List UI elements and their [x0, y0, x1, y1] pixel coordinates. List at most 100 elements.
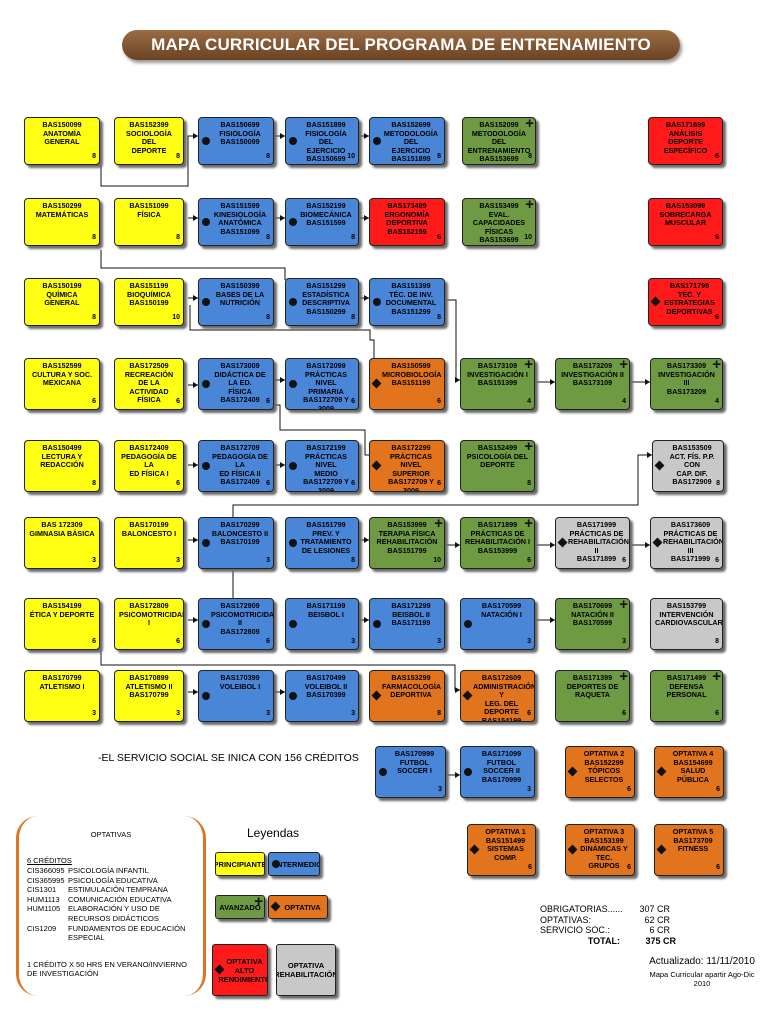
- course-code: OPTATIVA 1: [485, 827, 526, 836]
- legend-item: PRINCIPIANTE: [215, 852, 265, 876]
- course-line: BAS150199: [129, 298, 169, 308]
- course-line: BAS172709 Y 3009: [303, 395, 349, 410]
- course-credits: 6: [437, 480, 441, 488]
- course-code: BAS171399: [572, 673, 613, 682]
- course-credits: 8: [437, 314, 441, 322]
- course-line: ESPECÍFICO: [663, 145, 708, 155]
- course-credits: 8: [266, 234, 270, 242]
- course-line: REDACCIÓN: [40, 460, 84, 470]
- course-line: BAS173209: [666, 386, 707, 396]
- course-code: BAS153499: [479, 201, 519, 210]
- course-code: BAS150699: [220, 120, 260, 129]
- legend-item: OPTATIVA: [268, 895, 328, 919]
- course-code: BAS170299: [220, 520, 260, 529]
- course-credits: 6: [176, 638, 180, 646]
- course-line: ATLETISMO II: [125, 681, 173, 691]
- course-line: BAS170599: [572, 618, 613, 628]
- course-line: ÉTICA Y DEPORTE: [29, 609, 95, 619]
- course-code: BAS151199: [129, 281, 169, 290]
- course-credits: 10: [433, 557, 441, 565]
- course-credits: 6: [716, 864, 720, 872]
- elective-diamond-icon: [371, 690, 382, 701]
- course-credits: 8: [437, 153, 441, 161]
- course-line: METODOLOGÍA DEL: [383, 128, 439, 147]
- course-credits: 3: [351, 710, 355, 718]
- course-credits: 8: [351, 234, 355, 242]
- course-code: BAS173009: [220, 361, 260, 370]
- course-credits: 3: [176, 710, 180, 718]
- intermediate-dot-icon: [373, 298, 381, 306]
- legend-label: OPTATIVA ALTO RENDIMIENTO: [218, 956, 268, 984]
- course-code: BAS153799: [666, 601, 707, 610]
- course-line: NATACIÓN II: [571, 609, 614, 619]
- course-credits: 3: [351, 638, 355, 646]
- course-line: PRÁCTICAS DE: [663, 528, 718, 538]
- course-code: BAS171299: [391, 601, 431, 610]
- course-line: MEDIO: [314, 468, 338, 478]
- advanced-plus-icon: +: [524, 358, 533, 373]
- course-line: KINESIOLOGÍA: [213, 209, 267, 219]
- page-title: MAPA CURRICULAR DEL PROGRAMA DE ENTRENAM…: [122, 30, 680, 84]
- course-line: ANÁLISIS DEPORTE: [668, 128, 703, 147]
- intermediate-dot-icon: [289, 462, 297, 470]
- course-code: BAS173309: [666, 361, 707, 370]
- course-code: BAS170899: [129, 673, 169, 682]
- course-line: ANATOMÍA: [42, 128, 82, 138]
- course-line: BAS154199: [481, 715, 522, 722]
- course-code: BAS151399: [391, 281, 431, 290]
- elective-diamond-icon: [654, 460, 665, 471]
- advanced-plus-icon: +: [434, 517, 443, 532]
- course-line: PRÁCTICAS NIVEL: [305, 451, 347, 470]
- course-credits: 3: [176, 557, 180, 565]
- intermediate-dot-icon: [289, 692, 297, 700]
- course-credits: 6: [437, 234, 441, 242]
- intermediate-dot-icon: [272, 860, 280, 868]
- course-line: BAS172709 Y 3009: [303, 477, 349, 492]
- course-credits: 8: [176, 153, 180, 161]
- course-code: BAS151299: [306, 281, 346, 290]
- legend-item: +AVANZADO: [215, 895, 265, 919]
- legend-label: PRINCIPIANTE: [215, 859, 265, 869]
- course-credits: 8: [266, 153, 270, 161]
- course-line: PEDAGOGÍA DE LA: [121, 451, 177, 470]
- course-code: BAS170499: [306, 673, 346, 682]
- course-code: BAS152499: [477, 443, 518, 452]
- elective-diamond-icon: [371, 378, 382, 389]
- course-code: BAS151099: [129, 201, 169, 210]
- course-code: OPTATIVA 3: [583, 827, 625, 836]
- advanced-plus-icon: +: [619, 670, 628, 685]
- intermediate-dot-icon: [202, 298, 210, 306]
- course-code: BAS170399: [220, 673, 260, 682]
- course-code: BAS172609: [481, 673, 522, 682]
- course-line: TÉC. Y ESTRATEGIAS: [664, 289, 715, 308]
- course-line: BALONCESTO I: [121, 528, 177, 538]
- course-code: BAS153999: [387, 520, 427, 529]
- course-code: BAS172099: [306, 361, 346, 370]
- course-line: NUTRICIÓN: [220, 298, 260, 308]
- course-line: QUÍMICA GENERAL: [44, 289, 80, 308]
- course-credits: 10: [347, 153, 355, 161]
- intermediate-dot-icon: [202, 137, 210, 145]
- legend-item: OPTATIVA ALTO RENDIMIENTO: [212, 944, 268, 996]
- updated-subtitle: Mapa Curricular apartir Ago-Dic 2010: [649, 970, 755, 988]
- course-line: BIOQUÍMICA: [127, 289, 171, 299]
- course-credits: 6: [351, 480, 355, 488]
- course-line: SISTEMAS COMP.: [487, 844, 524, 862]
- elective-diamond-icon: [656, 766, 667, 777]
- course-line: DEPORTIVAS: [666, 306, 713, 316]
